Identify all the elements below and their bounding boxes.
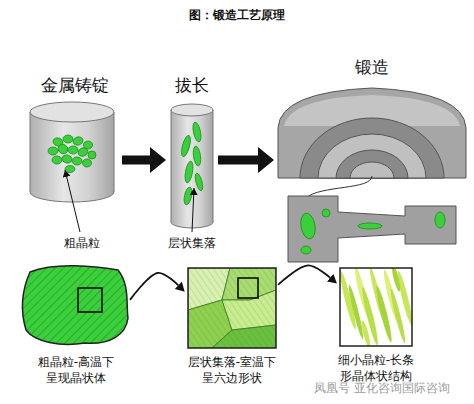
colony-label: 层状集落 <box>168 235 216 252</box>
colony-art <box>188 268 276 348</box>
coarse-grain-art <box>23 266 128 345</box>
ingot-cylinder-art <box>30 102 114 202</box>
structure-caption: 层状集落-室温下 呈六边形状 <box>180 354 284 386</box>
drawn-billet: 拔长 <box>166 100 218 228</box>
stage-heading: 拔长 <box>175 74 209 97</box>
coarse-grain-view: 粗晶粒-高温下 呈现晶状体 <box>22 265 130 348</box>
structure-caption: 粗晶粒-高温下 呈现晶状体 <box>26 354 126 386</box>
forging-die: 锻造 <box>274 82 470 268</box>
ingot-cylinder: 金属铸锭 <box>28 100 122 200</box>
fine-grain-art <box>338 264 415 348</box>
fine-grain-view: 细小晶粒-长条 形晶体状结构 <box>338 268 414 346</box>
watermark: 凤凰号 亚化咨询国际咨询 <box>314 380 450 397</box>
stage-heading: 金属铸锭 <box>41 74 109 97</box>
grain-label: 粗晶粒 <box>64 235 100 252</box>
process-arrow <box>278 265 330 284</box>
label-leaders <box>65 170 194 232</box>
structure-caption: 细小晶粒-长条 形晶体状结构 <box>330 352 422 384</box>
diagram-title: 图：锻造工艺原理 <box>0 7 474 24</box>
forging-die-art <box>278 88 466 262</box>
process-arrow <box>130 273 178 300</box>
process-arrow <box>122 156 150 165</box>
colony-view: 层状集落-室温下 呈六边形状 <box>186 268 278 348</box>
stage-heading: 锻造 <box>355 56 389 79</box>
drawn-billet-art <box>171 104 213 228</box>
process-arrow <box>218 155 258 164</box>
